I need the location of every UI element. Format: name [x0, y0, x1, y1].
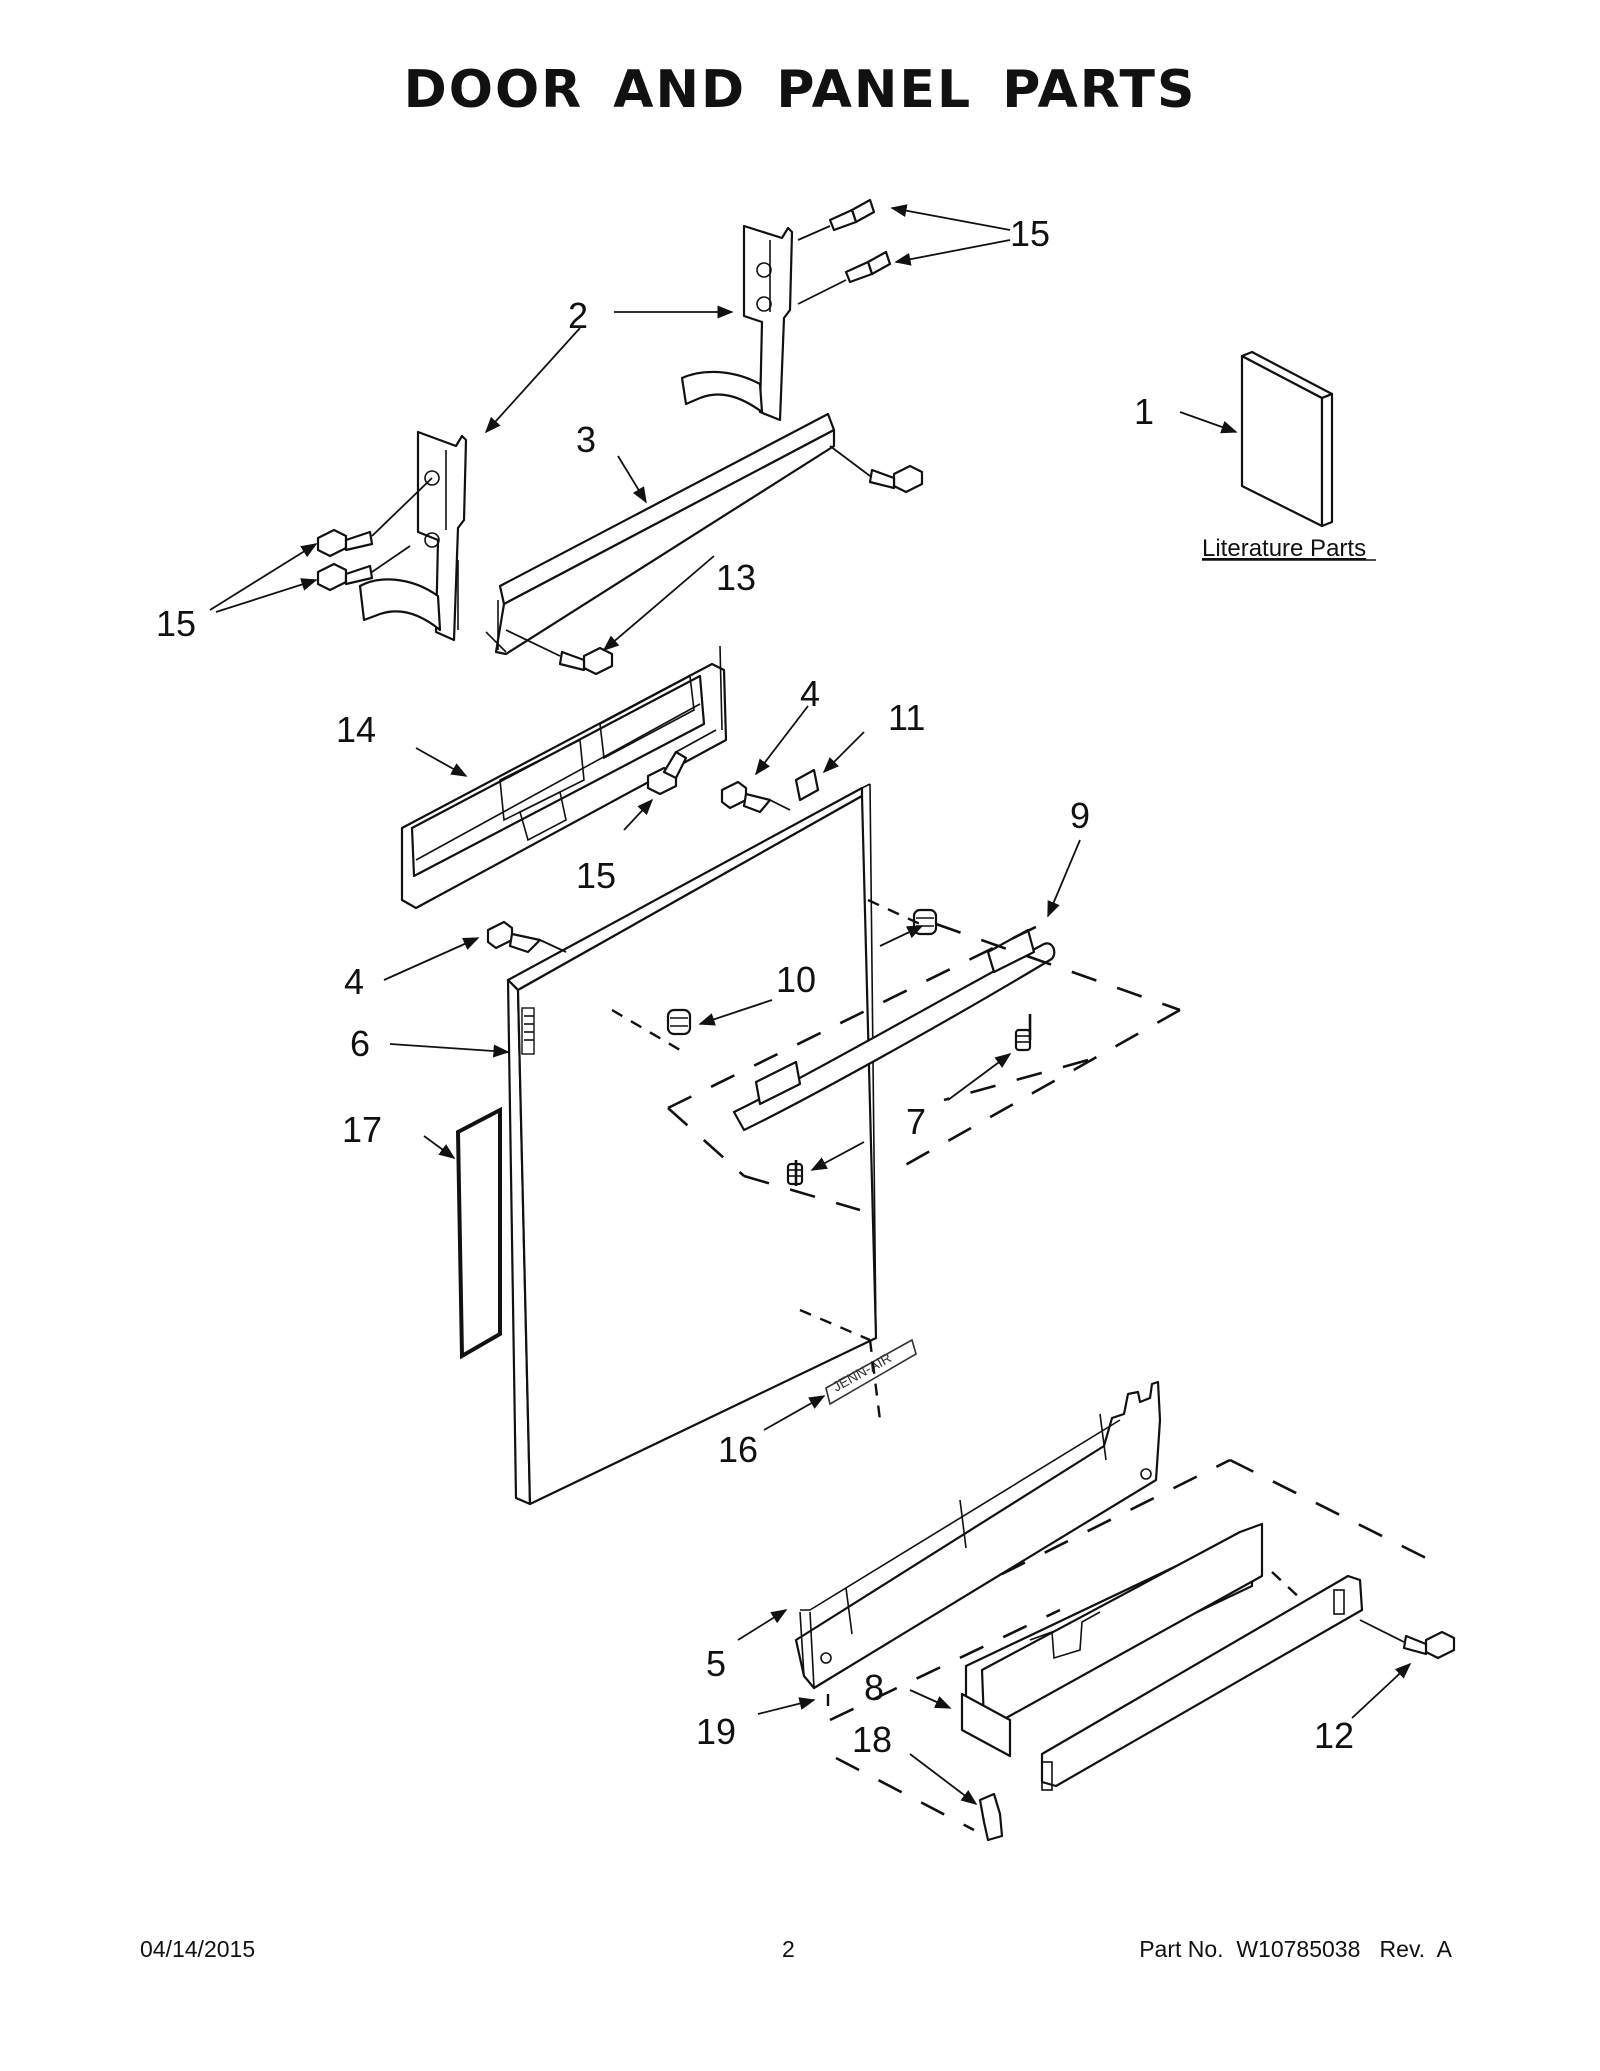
callout-6: 6 [350, 1023, 370, 1064]
callout-9: 9 [1070, 795, 1090, 836]
hinge-bracket-left-part [358, 430, 468, 642]
dashed-guides [611, 898, 1431, 1832]
screw-left-1 [316, 528, 374, 558]
door-panel-part [506, 783, 878, 1506]
callout-2: 2 [568, 295, 588, 336]
callout-8: 8 [864, 1667, 884, 1708]
callout-17: 17 [342, 1109, 382, 1150]
control-panel-part [400, 645, 728, 910]
footer-date: 04/14/2015 [140, 1936, 256, 1962]
callout-1: 1 [1134, 391, 1154, 432]
insulation-block-part [960, 1522, 1264, 1758]
callout-16: 16 [718, 1429, 758, 1470]
callout-5: 5 [706, 1643, 726, 1684]
screw-top-2 [844, 250, 892, 284]
toe-strip-part [978, 1574, 1364, 1842]
callout-11: 11 [888, 697, 925, 738]
top-strip-part [485, 412, 836, 656]
callout-15-left: 15 [156, 603, 196, 644]
callout-14: 14 [336, 709, 376, 750]
gasket-part [455, 1106, 502, 1360]
callout-15-top: 15 [1010, 213, 1050, 254]
literature-book-part [1240, 350, 1334, 528]
screw-4-upper [720, 780, 772, 814]
page-title: DOOR AND PANEL PARTS [403, 60, 1197, 120]
callout-4-upper: 4 [800, 673, 820, 714]
door-handle-part [732, 928, 1056, 1132]
screw-4-lower [486, 920, 542, 954]
screw-top-1 [828, 198, 876, 232]
clip-part [794, 768, 820, 802]
callout-18: 18 [852, 1719, 892, 1760]
callout-10: 10 [776, 959, 816, 1000]
footer-part-number: Part No. W10785038 Rev. A [1139, 1936, 1452, 1962]
callout-12: 12 [1314, 1715, 1354, 1756]
screw-15-mid [646, 750, 688, 796]
footer-page-number: 2 [782, 1936, 795, 1962]
callout-labels: 15 2 1 3 15 13 14 15 4 11 9 10 4 6 7 17 … [156, 213, 1354, 1760]
callout-7: 7 [906, 1101, 926, 1142]
callout-15-mid: 15 [576, 855, 616, 896]
callout-4-lower: 4 [344, 961, 364, 1002]
literature-parts-label: Literature Parts [1202, 535, 1366, 562]
callout-19: 19 [696, 1711, 736, 1752]
screw-13-right [868, 464, 924, 494]
toe-panel-bracket-part [794, 1380, 1162, 1690]
callout-13: 13 [716, 557, 756, 598]
callout-3: 3 [576, 419, 596, 460]
screw-13-left [558, 646, 614, 676]
hinge-bracket-right-part [680, 224, 794, 422]
screw-left-2 [316, 562, 374, 592]
callout-leaders [209, 204, 1412, 1805]
spacer-lower-part [666, 1008, 692, 1036]
screw-12 [1402, 1630, 1456, 1660]
set-screw-right-part [1014, 1028, 1032, 1052]
assembly-lines [371, 225, 1405, 1643]
